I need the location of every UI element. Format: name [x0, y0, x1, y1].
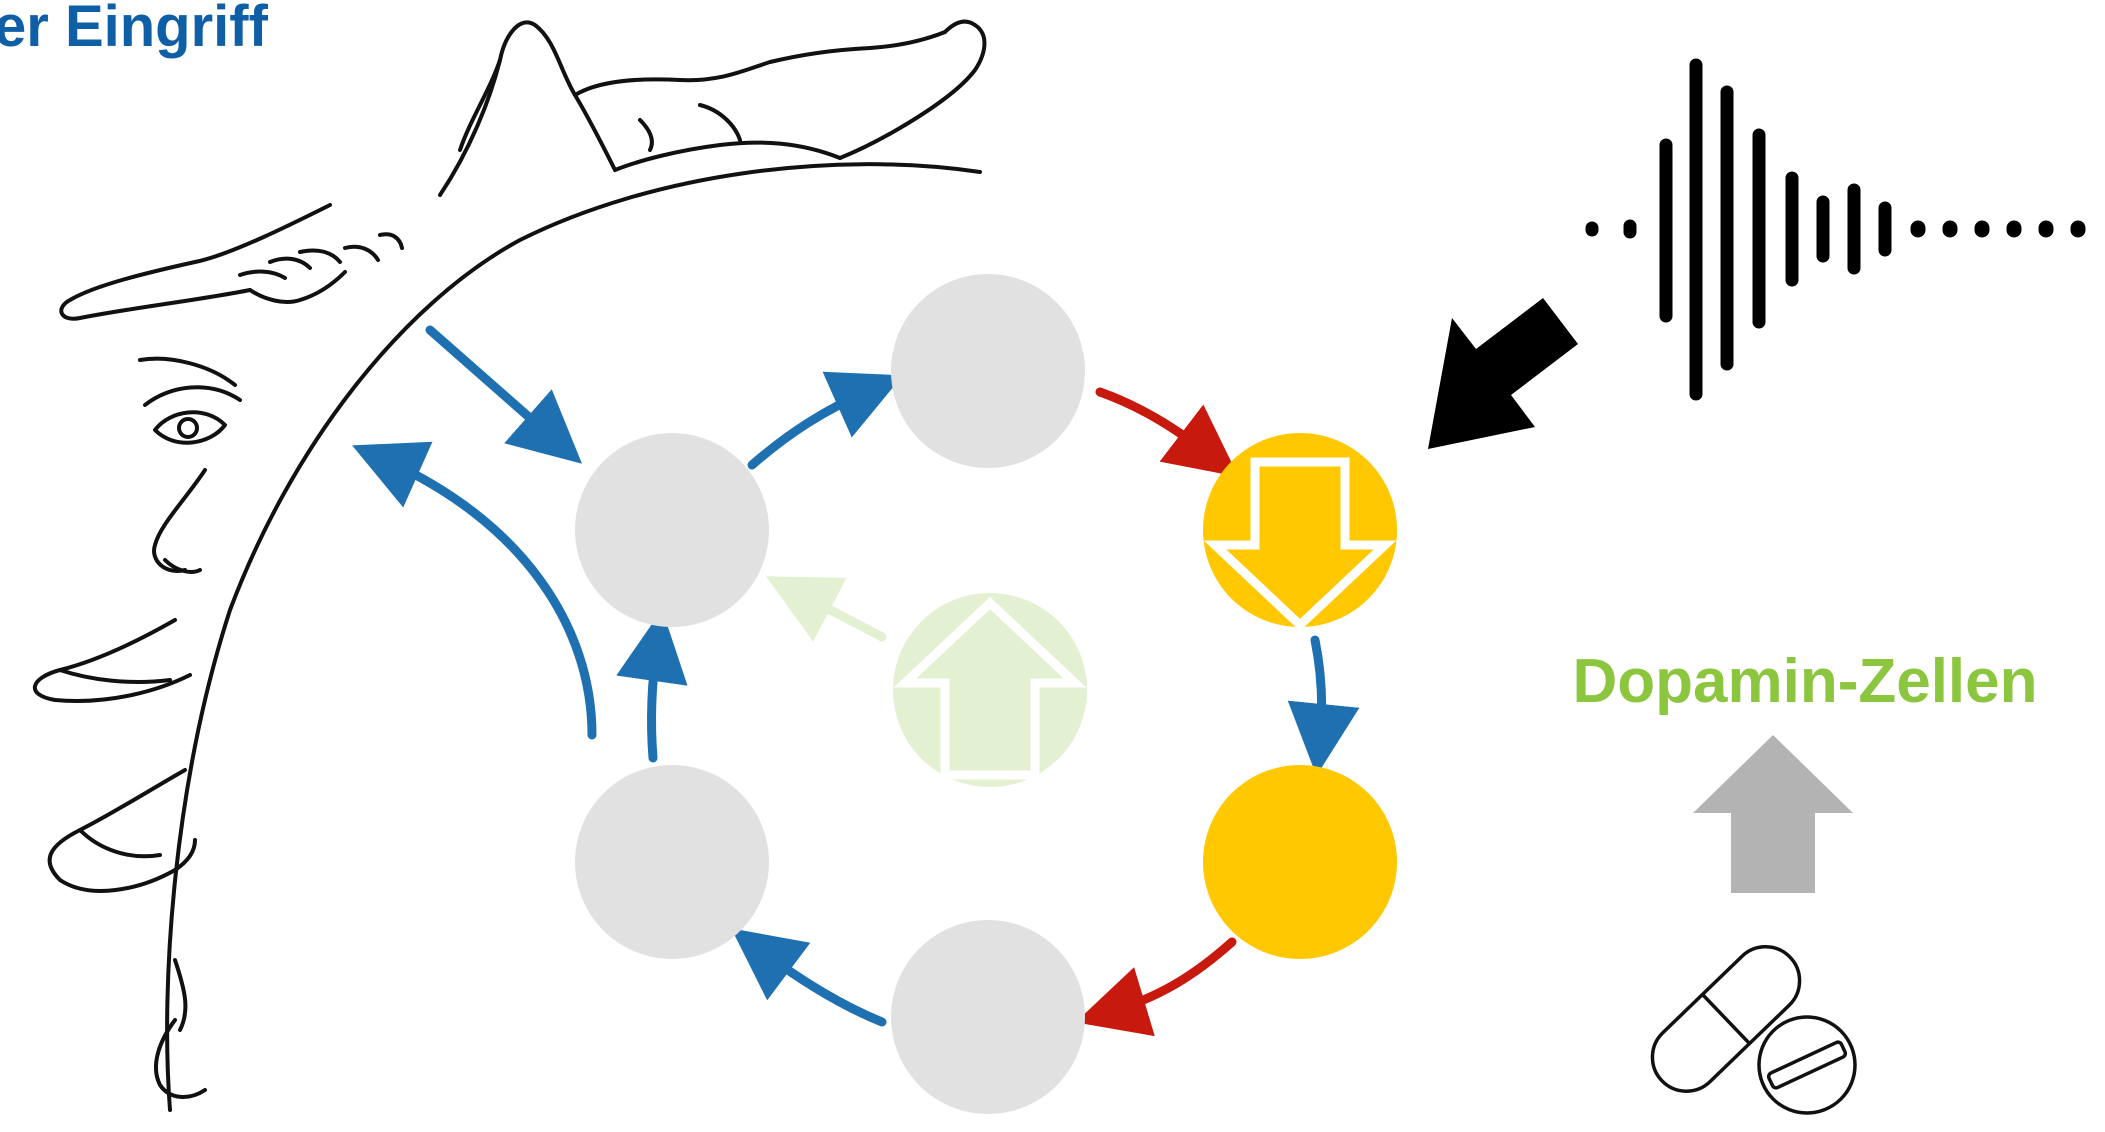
sound-wave-icon	[1592, 65, 2078, 394]
node-lower-left	[575, 765, 769, 959]
stimulus-arrow-icon	[1428, 298, 1578, 449]
pills-icon	[1638, 933, 1855, 1113]
arrow-upper-left-to-top	[752, 390, 870, 465]
face-and-reclining-figure-sketch-icon	[35, 21, 985, 1110]
dopamine-cells-label: Dopamin-Zellen	[1545, 645, 2065, 719]
pathway-arrows	[385, 330, 1322, 1022]
node-lower-right	[1203, 765, 1397, 959]
node-top	[891, 274, 1085, 468]
arrow-lower-left-to-upper-left	[652, 645, 657, 758]
arrow-bottom-to-lower-left	[760, 950, 882, 1022]
node-upper-left	[575, 433, 769, 627]
title: er Eingriff	[0, 0, 268, 62]
arrow-upper-right-to-lower-right	[1315, 640, 1322, 740]
arrow-external-out	[385, 460, 592, 735]
arrow-center-to-upper-left	[798, 593, 882, 637]
node-bottom	[891, 920, 1085, 1114]
increase-arrow-icon	[1693, 735, 1853, 893]
arrow-external-in	[430, 330, 555, 440]
arrow-top-to-upper-right	[1100, 392, 1210, 455]
arrow-lower-right-to-bottom	[1110, 942, 1232, 1012]
